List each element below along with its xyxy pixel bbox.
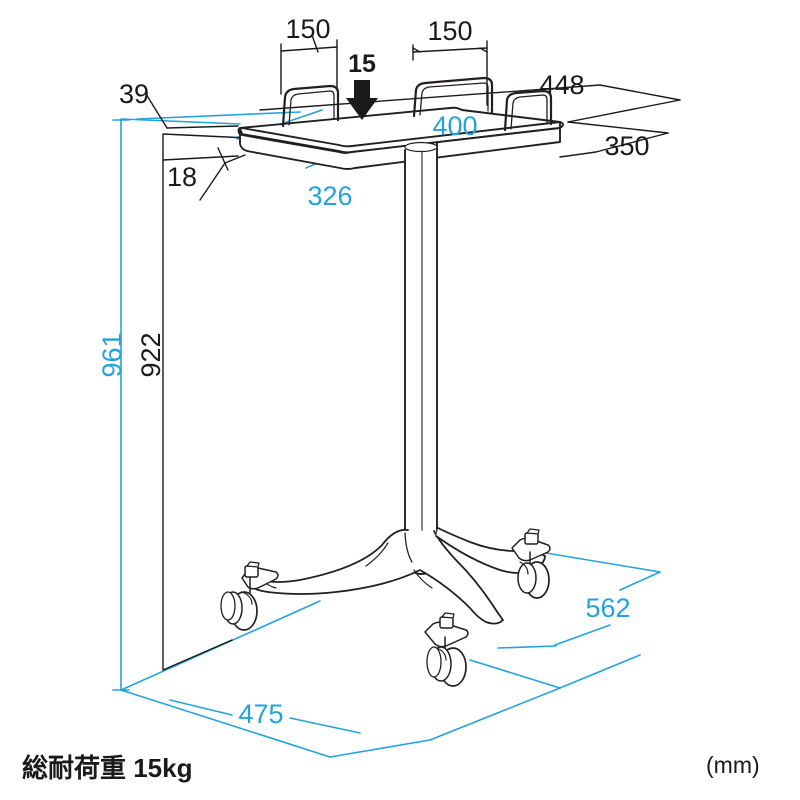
dim-562-upper (539, 551, 661, 573)
label-961: 961 (97, 332, 127, 377)
load-capacity-label: 総耐荷重 15kg (22, 753, 193, 783)
label-150-left: 150 (285, 14, 330, 44)
leader-350c (559, 151, 597, 158)
tick-18 (217, 147, 229, 171)
handle-loop-middle-inner (419, 82, 489, 116)
base-foot-line-1b (261, 600, 321, 628)
label-39: 39 (119, 79, 149, 109)
base-foot-line-2b (329, 739, 431, 758)
base-foot-line-3b (559, 654, 641, 689)
unit-label: (mm) (706, 752, 760, 778)
base-spider (244, 528, 504, 625)
pole-top-ellipse (404, 141, 438, 153)
ext-18-base (162, 155, 239, 161)
label-350: 350 (604, 131, 649, 161)
base-foot-line-4 (469, 659, 561, 689)
label-448: 448 (539, 70, 584, 100)
caster-right (511, 528, 551, 599)
leader-448a (599, 84, 681, 101)
dimension-labels: 150 150 15 39 18 448 350 400 326 961 922… (97, 14, 650, 729)
arrow-15-indicator (346, 80, 378, 120)
ext-922-top (162, 133, 249, 139)
tick-150b-r (479, 47, 488, 53)
dim-line-150a (280, 46, 338, 52)
base-foot-line-1 (120, 626, 263, 691)
label-15: 15 (348, 50, 376, 78)
base-hub (404, 532, 413, 563)
base-rib-mid (413, 569, 433, 589)
tabletop-front-edge (239, 121, 561, 154)
dimension-lines-black (145, 34, 681, 671)
label-18: 18 (167, 162, 197, 192)
center-pole (404, 142, 438, 575)
cart-illustration (220, 76, 564, 687)
caster-left (220, 561, 279, 631)
dim-475-right (289, 717, 361, 734)
dim-475-left (169, 699, 233, 716)
label-150-right: 150 (427, 16, 472, 46)
dim-562-lower-b (497, 645, 557, 649)
leader-448b (567, 99, 681, 123)
handle-loop-right (503, 89, 553, 132)
base-foot-line-3 (429, 687, 561, 741)
tick-150b-l (412, 47, 421, 53)
leader-350a (567, 121, 669, 134)
label-922: 922 (136, 332, 166, 377)
leader-39 (145, 93, 168, 129)
ext-448-top (259, 84, 601, 111)
caster-front (424, 612, 469, 687)
label-326: 326 (307, 181, 352, 211)
dimension-lines-blue (112, 109, 661, 758)
leader-18b (224, 154, 246, 164)
tabletop-thickness (237, 127, 561, 170)
label-562: 562 (585, 593, 630, 623)
leader-18 (199, 162, 226, 201)
base-arm-right (435, 527, 546, 574)
handle-loop-left-inner (288, 90, 335, 126)
ext-961-top (120, 118, 241, 125)
label-400: 400 (432, 111, 477, 141)
leader-350b (595, 132, 669, 153)
base-foot-line-2 (120, 689, 331, 758)
handle-loop-left (281, 84, 340, 128)
leader-150a (311, 34, 319, 53)
ext-39 (166, 125, 239, 129)
dim-562-lower (554, 624, 611, 646)
handle-loop-right-inner (510, 94, 548, 130)
dim-562-upper-b (619, 571, 661, 591)
base-rib-left (365, 542, 389, 567)
ext-922-bottom (162, 639, 233, 671)
handle-loop-middle (412, 76, 494, 118)
dim-line-top-edge-blue (136, 111, 301, 120)
label-475: 475 (238, 699, 283, 729)
dim-line-150b (412, 47, 488, 53)
